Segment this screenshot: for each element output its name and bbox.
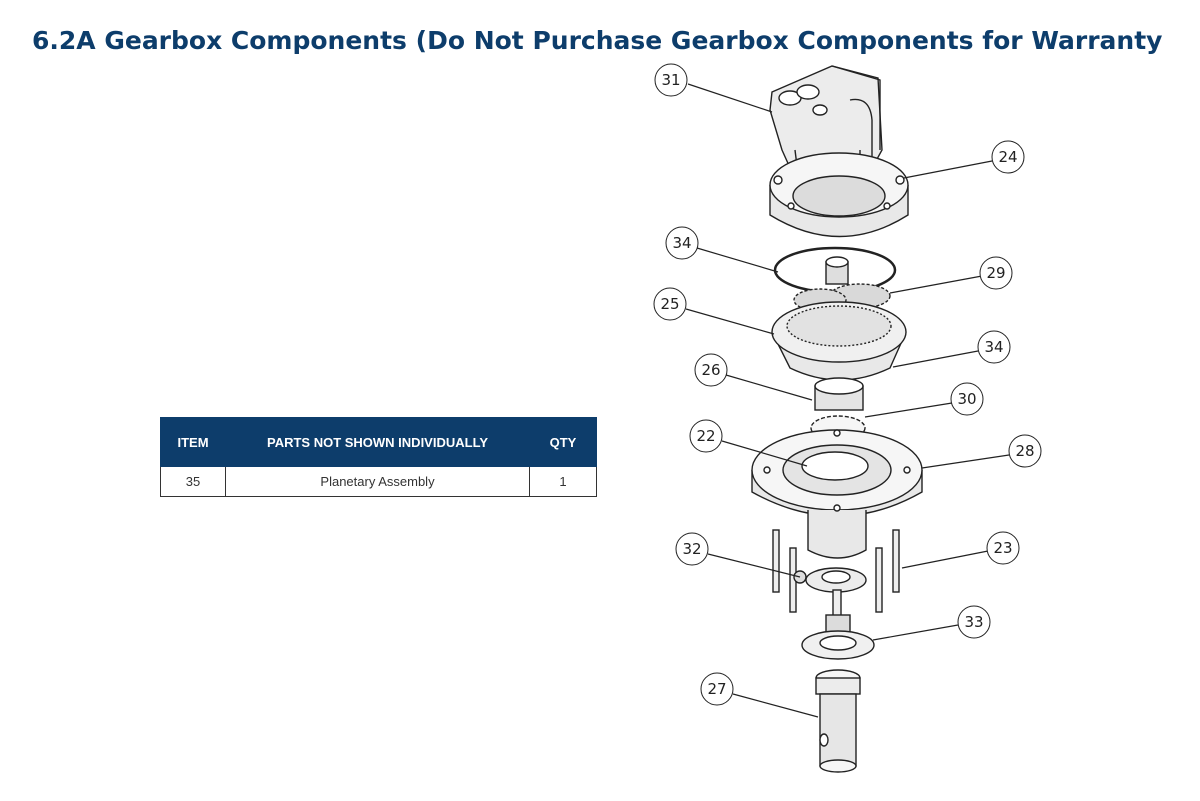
- col-header-qty: QTY: [529, 417, 597, 467]
- callout-23: 23: [986, 531, 1020, 565]
- svg-text:24: 24: [998, 148, 1017, 166]
- col-header-item: ITEM: [160, 417, 226, 467]
- svg-text:27: 27: [707, 680, 726, 698]
- svg-text:26: 26: [701, 361, 720, 379]
- callout-25: 25: [653, 287, 687, 321]
- svg-text:29: 29: [986, 264, 1005, 282]
- svg-text:34: 34: [672, 234, 691, 252]
- gearbox-exploded-diagram: 31 24 34 29 25 34 26 30 22 28 32 23 33 2…: [653, 63, 1042, 773]
- svg-text:30: 30: [957, 390, 976, 408]
- svg-text:25: 25: [660, 295, 679, 313]
- callout-28: 28: [1008, 434, 1042, 468]
- callout-30: 30: [950, 382, 984, 416]
- bolts-illustration: [772, 529, 900, 613]
- callout-27: 27: [700, 672, 734, 706]
- callout-26: 26: [694, 353, 728, 387]
- output-shaft-illustration: [815, 669, 861, 773]
- col-header-parts: PARTS NOT SHOWN INDIVIDUALLY: [225, 417, 530, 467]
- callout-24: 24: [991, 140, 1025, 174]
- callout-29: 29: [979, 256, 1013, 290]
- parts-table: ITEM PARTS NOT SHOWN INDIVIDUALLY QTY 35…: [160, 417, 597, 497]
- lower-housing-illustration: [751, 429, 923, 559]
- svg-text:31: 31: [661, 71, 680, 89]
- svg-text:28: 28: [1015, 442, 1034, 460]
- callouts: 31 24 34 29 25 34 26 30 22 28 32 23 33 2…: [653, 63, 1042, 706]
- svg-text:33: 33: [964, 613, 983, 631]
- callout-33: 33: [957, 605, 991, 639]
- callout-32: 32: [675, 532, 709, 566]
- page-title: 6.2A Gearbox Components (Do Not Purchase…: [32, 26, 1163, 55]
- spline-shaft-seal-illustration: [801, 589, 875, 660]
- parts-table-header-row: ITEM PARTS NOT SHOWN INDIVIDUALLY QTY: [160, 417, 597, 467]
- svg-text:22: 22: [696, 427, 715, 445]
- svg-text:23: 23: [993, 539, 1012, 557]
- svg-text:32: 32: [682, 540, 701, 558]
- callout-22: 22: [689, 419, 723, 453]
- leader-lines: [685, 83, 1010, 718]
- callout-34-upper: 34: [665, 226, 699, 260]
- bearing-illustration: [793, 567, 867, 593]
- table-row: 35 Planetary Assembly 1: [160, 466, 597, 497]
- cell-item: 35: [160, 466, 226, 497]
- upper-flange-illustration: [769, 152, 909, 238]
- cell-qty: 1: [529, 466, 597, 497]
- cell-part-name: Planetary Assembly: [225, 466, 530, 497]
- svg-text:34: 34: [984, 338, 1003, 356]
- callout-34-lower: 34: [977, 330, 1011, 364]
- callout-31: 31: [654, 63, 688, 97]
- ring-gear-housing-illustration: [771, 301, 907, 381]
- spacer-illustration: [814, 377, 864, 411]
